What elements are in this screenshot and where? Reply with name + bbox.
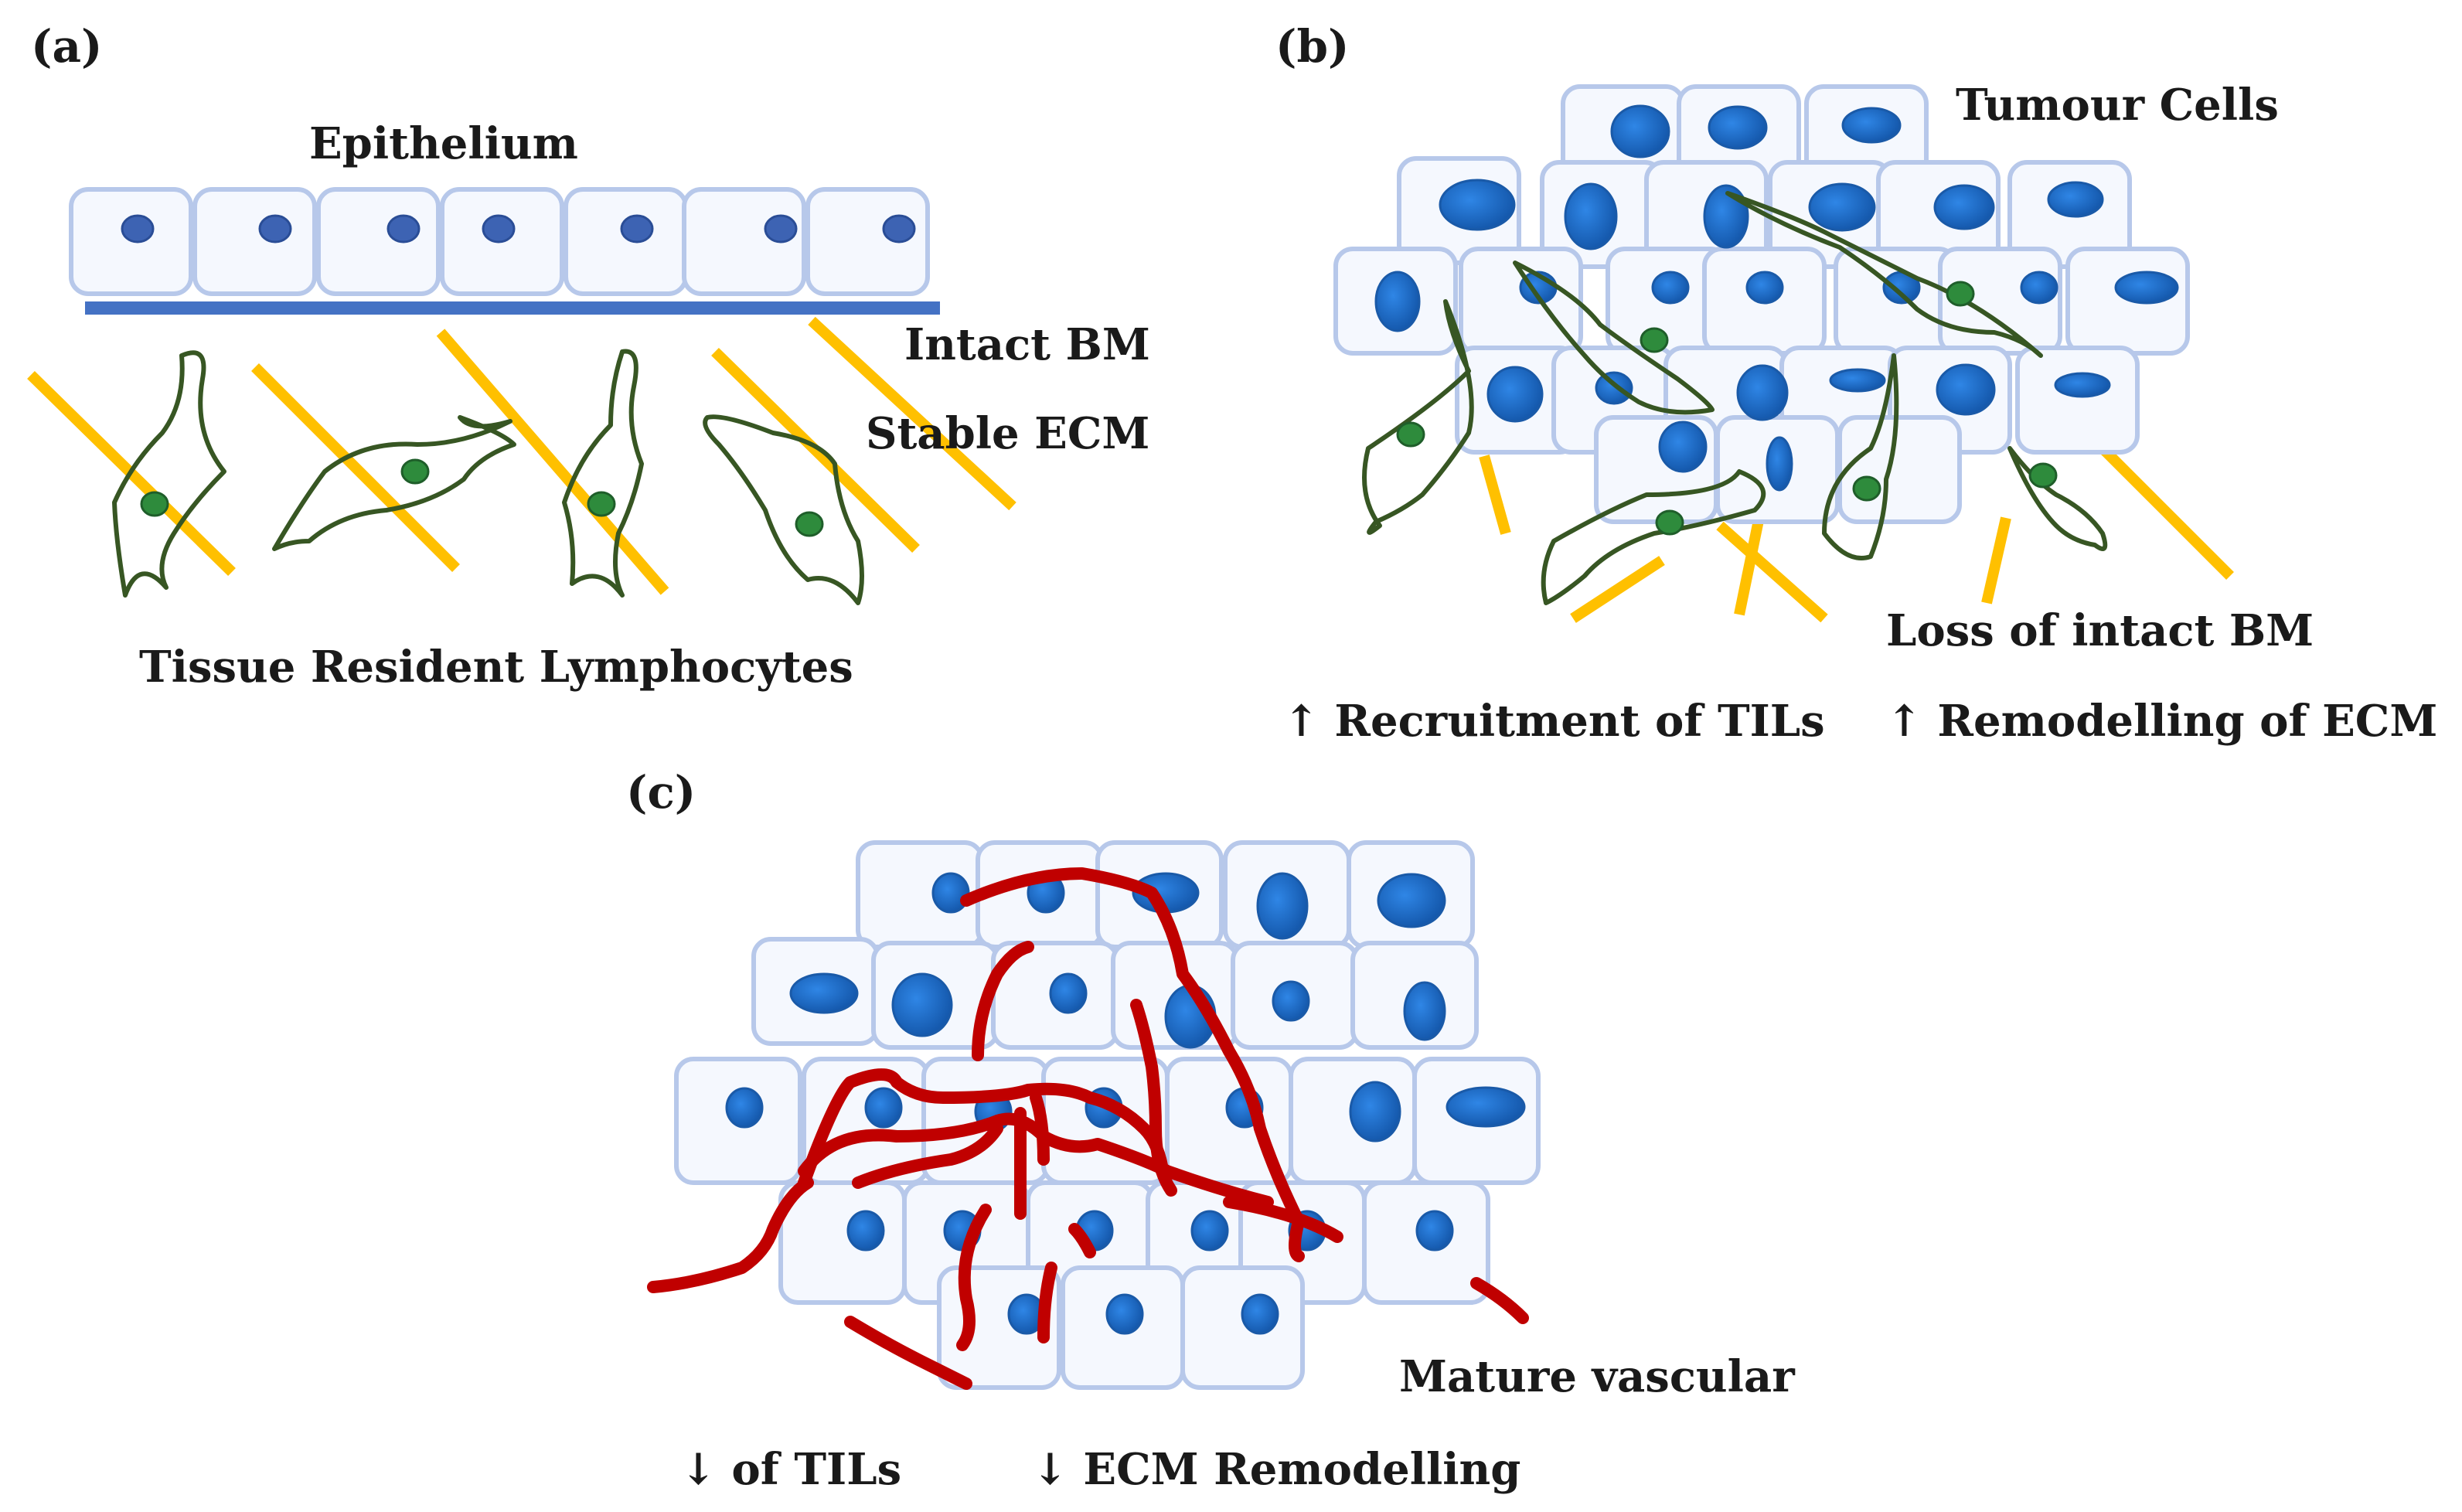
mature-vasculature (647, 867, 1529, 1390)
lymphocytes-label: Tissue Resident Lymphocytes (139, 642, 853, 693)
intact-basement-membrane (85, 301, 940, 315)
lymphocyte-nuclei-a (140, 458, 824, 537)
epithelium-nuclei (121, 214, 916, 243)
panel-b-letter: (b) (1275, 20, 1349, 73)
remodelling-label: ↑ Remodelling of ECM (1886, 696, 2437, 747)
panel-a-letter: (a) (31, 20, 102, 73)
tils-down-label: ↓ of TILs (680, 1444, 901, 1495)
tumour-nuclei-b (1374, 104, 2179, 492)
lymphocyte-nuclei-b (1396, 281, 2058, 536)
ecm-down-label: ↓ ECM Remodelling (1032, 1444, 1520, 1495)
recruitment-label: ↑ Recruitment of TILs (1283, 696, 1825, 747)
stable-ecm-fibers (27, 316, 1016, 595)
stable-ecm-label: Stable ECM (866, 408, 1149, 459)
epithelium-label: Epithelium (309, 118, 578, 169)
lymphocytes-a (112, 349, 864, 605)
panel-c-letter: (c) (626, 766, 696, 819)
tumour-cell-mass-b (1333, 84, 2190, 524)
panel-b (1333, 84, 2234, 623)
infiltrating-lymphocytes-b (1362, 191, 2108, 605)
tumour-cell-mass-c (674, 840, 1541, 1390)
panel-a (27, 187, 1016, 605)
tumour-nuclei-c (725, 872, 1526, 1335)
tumour-cells-label: Tumour Cells (1956, 80, 2279, 131)
loss-bm-label: Loss of intact BM (1886, 605, 2314, 656)
broken-ecm-fibers (1479, 444, 2234, 623)
mature-vascular-label: Mature vascular (1399, 1351, 1796, 1402)
panel-c (647, 840, 1541, 1390)
intact-bm-label: Intact BM (904, 319, 1150, 370)
